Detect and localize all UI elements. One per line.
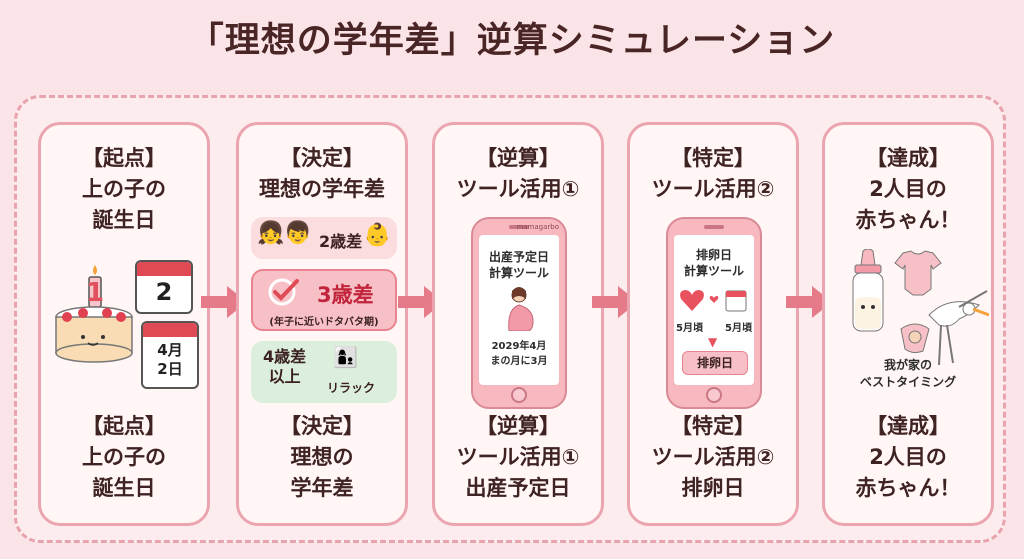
heading-tag: 【逆算】: [476, 146, 560, 170]
heading-line: ツール活用①: [456, 177, 580, 201]
option-3-year-selected: 3歳差 (年子に近いドタバタ期): [251, 269, 397, 331]
birthday-cake-icon: 1: [55, 265, 133, 363]
heading-line: ツール活用②: [651, 177, 775, 201]
app-brand: mamagarbo: [516, 223, 559, 231]
calendar-date-icon: 4月 2日: [141, 321, 199, 389]
calendar-icon: 2: [135, 260, 193, 314]
pregnant-woman-icon: [508, 287, 534, 331]
child-icon: 👶: [363, 223, 391, 248]
option-note: リラック: [327, 381, 376, 395]
heading-tag: 【起点】: [82, 146, 166, 170]
footer-line: 上の子の: [82, 445, 166, 469]
footer-line: 理想の: [290, 445, 354, 469]
card-footer: 【決定】 理想の 学年差: [239, 411, 405, 504]
baby-bottle-icon: [852, 249, 884, 332]
due-date-result: 2029年4月: [491, 341, 547, 352]
option-4-year: 4歳差 以上 👩‍👦 リラック: [251, 341, 397, 403]
arrow-right-icon: [592, 286, 638, 318]
arrow-down-icon: ▼: [708, 335, 718, 349]
heading-tag: 【特定】: [671, 146, 755, 170]
footer-tag: 【達成】: [866, 414, 950, 438]
heading-line: 2人目の: [869, 177, 947, 201]
footer-line: 誕生日: [92, 476, 156, 500]
heading-tag: 【達成】: [866, 146, 950, 170]
option-note: (年子に近いドタバタ期): [269, 317, 379, 328]
heading-line: 誕生日: [92, 208, 156, 232]
option-label: 3歳差: [317, 283, 374, 307]
heading-line: 上の子の: [82, 177, 166, 201]
svg-text:1: 1: [86, 278, 104, 308]
page-title: 「理想の学年差」逆算シミュレーション: [188, 21, 836, 61]
family-relax-icon: 👩‍👦: [333, 345, 358, 369]
ovulation-day-button: 排卵日: [682, 351, 748, 375]
card-heading: 【逆算】 ツール活用①: [435, 143, 601, 205]
caption-line: ベストタイミング: [859, 375, 957, 389]
footer-line: ツール活用②: [651, 445, 775, 469]
footer-line: 2人目の: [869, 445, 947, 469]
calendar-day: 2: [155, 278, 173, 306]
footer-line: 学年差: [290, 476, 354, 500]
footer-tag: 【起点】: [82, 414, 166, 438]
stork-icon: [900, 290, 989, 366]
step-card-achieve: 【達成】 2人目の 赤ちゃん！ 我が家の ベストタイミング 【達成】 2人目の …: [822, 122, 994, 526]
best-timing-caption: 我が家の ベストタイミング: [825, 357, 991, 391]
card-footer: 【起点】 上の子の 誕生日: [41, 411, 207, 504]
card-heading: 【決定】 理想の学年差: [239, 143, 405, 205]
step-card-reverse: 【逆算】 ツール活用① mamagarbo 出産予定日 計算ツール 2029年4…: [432, 122, 604, 526]
footer-line: 赤ちゃん！: [855, 476, 961, 500]
step-card-decide: 【決定】 理想の学年差 👧👦 2歳差 👶 3歳差 (年子に近いドタバタ期) 4歳…: [236, 122, 408, 526]
option-label: 2歳差: [319, 232, 363, 251]
card-footer: 【達成】 2人目の 赤ちゃん！: [825, 411, 991, 504]
tool-title: 排卵日: [695, 248, 732, 262]
kids-playing-icon: 👧👦: [257, 221, 312, 246]
heading-line: 理想の学年差: [259, 177, 385, 201]
card-heading: 【達成】 2人目の 赤ちゃん！: [825, 143, 991, 236]
option-label: 4歳差: [263, 347, 307, 366]
footer-line: ツール活用①: [456, 445, 580, 469]
home-button-icon: [511, 387, 527, 403]
tool-title: 計算ツール: [683, 264, 744, 278]
calendar-month: 4月: [157, 341, 183, 359]
footer-tag: 【特定】: [671, 414, 755, 438]
step-card-identify: 【特定】 ツール活用② 排卵日 計算ツール 5月頃 5月頃 ▼ 排卵日 【特定】…: [627, 122, 799, 526]
ovulation-month-right: 5月頃: [725, 323, 752, 334]
heading-tag: 【決定】: [280, 146, 364, 170]
option-2-year: 👧👦 2歳差 👶: [251, 217, 397, 259]
card-heading: 【起点】 上の子の 誕生日: [41, 143, 207, 236]
heading-line: 赤ちゃん！: [855, 208, 961, 232]
phone-due-date-tool: mamagarbo 出産予定日 計算ツール 2029年4月 まの月に3月: [471, 217, 567, 409]
checkmark-icon: [268, 278, 299, 306]
card-heading: 【特定】 ツール活用②: [630, 143, 796, 205]
caption-line: 我が家の: [883, 358, 932, 372]
footer-tag: 【決定】: [280, 414, 364, 438]
option-label-sub: 以上: [268, 367, 301, 386]
tool-title: 出産予定日: [488, 250, 549, 264]
arrow-right-icon: [786, 286, 832, 318]
calendar-date: 2日: [157, 360, 183, 378]
due-date-note: まの月に3月: [490, 356, 548, 367]
footer-line: 排卵日: [681, 476, 745, 500]
baby-onesie-icon: [894, 250, 942, 296]
ovulation-month-left: 5月頃: [676, 323, 703, 334]
phone-ovulation-tool: 排卵日 計算ツール 5月頃 5月頃 ▼ 排卵日: [666, 217, 762, 409]
home-button-icon: [706, 387, 722, 403]
step-card-start: 【起点】 上の子の 誕生日 1 2 4月 2日 【起点】 上の子の 誕生日: [38, 122, 210, 526]
card-footer: 【逆算】 ツール活用① 出産予定日: [435, 411, 601, 504]
heart-calendar-icon: [680, 290, 747, 312]
arrow-right-icon: [201, 286, 247, 318]
footer-tag: 【逆算】: [476, 414, 560, 438]
tool-title: 計算ツール: [488, 266, 549, 280]
footer-line: 出産予定日: [465, 476, 571, 500]
card-footer: 【特定】 ツール活用② 排卵日: [630, 411, 796, 504]
